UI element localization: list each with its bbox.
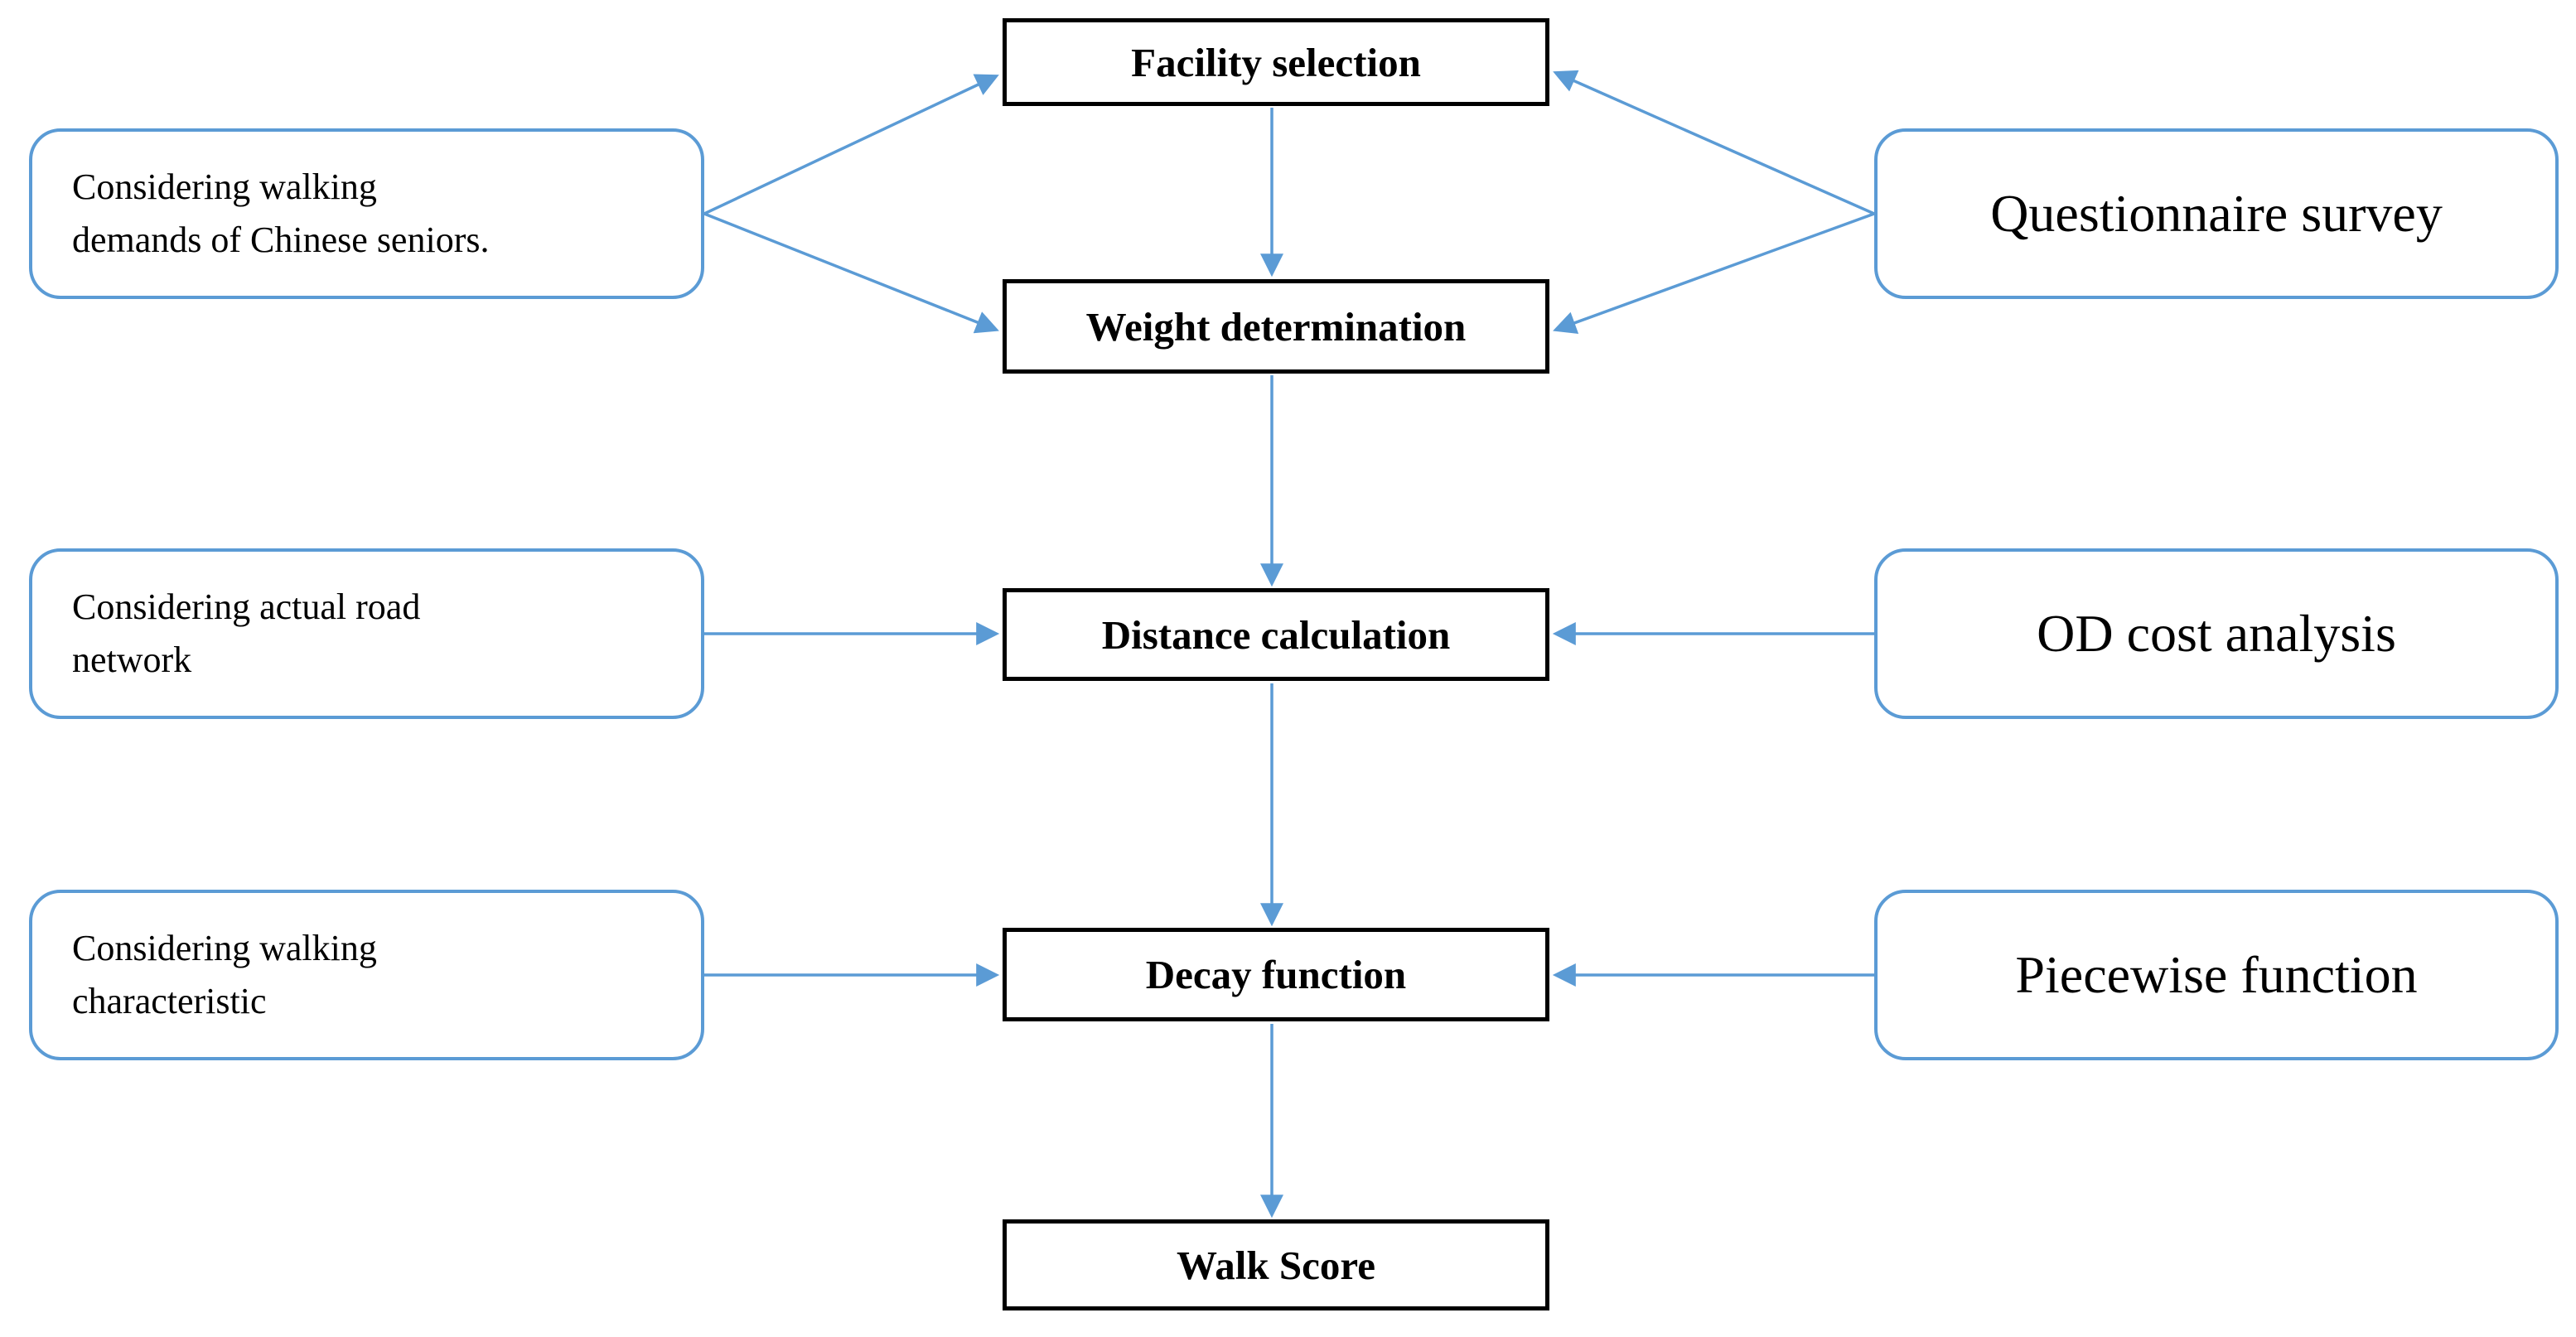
note-walking-demands-label: Considering walking demands of Chinese s… [72,167,490,260]
node-facility-selection: Facility selection [1003,18,1549,106]
note-road-network-label: Considering actual road network [72,586,421,680]
node-distance-calculation: Distance calculation [1003,588,1549,681]
note-walking-demands: Considering walking demands of Chinese s… [29,128,704,299]
node-facility-selection-label: Facility selection [1131,39,1421,85]
node-decay-function: Decay function [1003,928,1549,1021]
note-road-network: Considering actual road network [29,548,704,719]
method-piecewise-function-label: Piecewise function [2015,945,2418,1004]
node-walk-score-label: Walk Score [1176,1242,1376,1288]
method-questionnaire-survey: Questionnaire survey [1874,128,2559,299]
arrow-questionnaire-to-facility [1553,70,1875,215]
arrow-questionnaire-to-weight [1553,212,1875,335]
method-piecewise-function: Piecewise function [1874,890,2559,1060]
node-distance-calculation-label: Distance calculation [1101,611,1451,658]
node-walk-score: Walk Score [1003,1219,1549,1310]
method-od-cost-analysis-label: OD cost analysis [2037,604,2396,663]
arrow-seniors-to-facility [703,74,999,215]
note-walking-characteristic-label: Considering walking characteristic [72,928,377,1021]
node-weight-determination: Weight determination [1003,279,1549,374]
note-walking-characteristic: Considering walking characteristic [29,890,704,1060]
arrow-seniors-to-weight [703,212,999,334]
method-questionnaire-survey-label: Questionnaire survey [1990,184,2443,243]
node-decay-function-label: Decay function [1145,952,1407,997]
method-od-cost-analysis: OD cost analysis [1874,548,2559,719]
node-weight-determination-label: Weight determination [1085,303,1467,350]
